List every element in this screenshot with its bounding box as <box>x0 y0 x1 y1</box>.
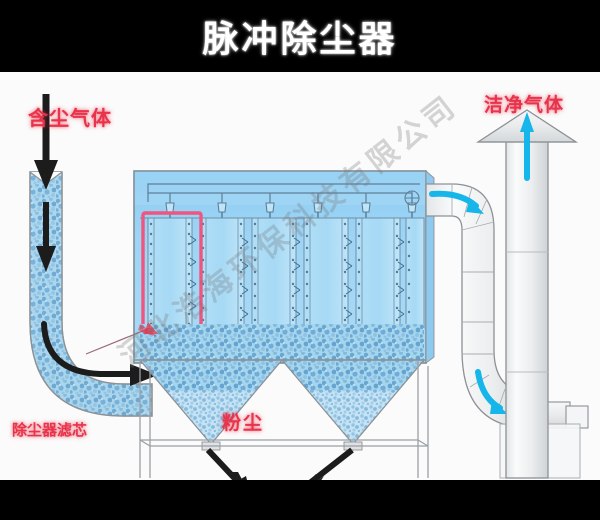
label-inlet-gas: 含尘气体 <box>28 106 112 130</box>
inlet-arrow-curve <box>41 321 158 386</box>
hopper-right <box>280 359 426 451</box>
dust-bed <box>140 324 424 362</box>
title-band: 脉冲除尘器 <box>0 0 600 72</box>
filter-cartridge <box>147 217 197 329</box>
page-title: 脉冲除尘器 <box>202 19 398 60</box>
hopper-left <box>138 359 284 451</box>
stack <box>475 109 579 479</box>
diagram-svg <box>29 94 589 480</box>
support-frame <box>139 360 429 478</box>
label-filter-cartridge: 除尘器滤芯 <box>12 421 88 439</box>
filter-cartridge <box>405 217 425 329</box>
filter-leader-line <box>85 322 158 355</box>
bottom-band <box>0 480 600 520</box>
label-dust: 粉尘 <box>222 412 265 434</box>
dust-arrow-right <box>308 447 354 480</box>
dust-arrow-left <box>205 447 247 480</box>
inlet-arrow-down <box>34 94 58 272</box>
filter-cartridge <box>199 217 249 329</box>
filter-cartridge <box>355 217 405 329</box>
filter-cartridge <box>303 217 353 329</box>
duct-arrow-bottom <box>475 369 508 414</box>
duct-arrow-top <box>429 190 484 214</box>
label-clean-gas: 洁净气体 <box>484 94 565 116</box>
stack-arrow-up <box>520 112 534 181</box>
filter-cartridges <box>140 217 425 329</box>
filter-cartridge <box>251 217 301 329</box>
diagram-canvas: 河北浩海环保科技有限公司 含尘气体 洁净气体 除尘器滤芯 <box>0 72 600 480</box>
